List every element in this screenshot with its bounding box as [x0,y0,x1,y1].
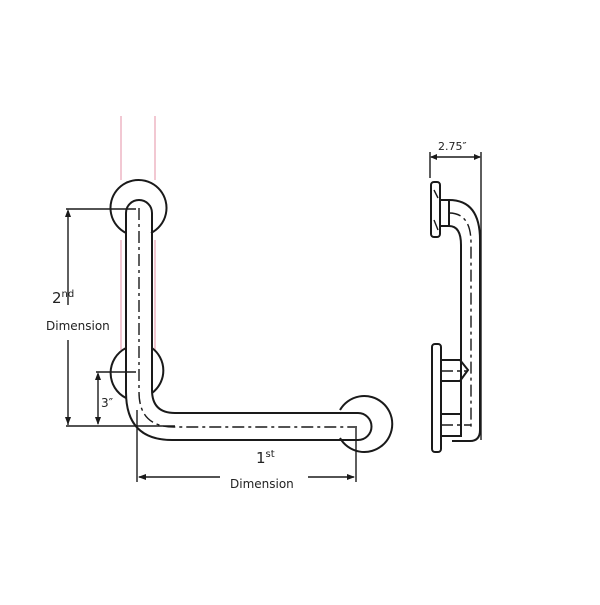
end-flange [339,395,394,453]
second-dimension-number: 2 [52,289,62,307]
front-view: 2nd Dimension 3″ 1st Dimension [46,116,394,491]
first-dimension-number: 1 [256,449,266,467]
tube-centerline [138,208,357,428]
bottom-wall-plate [431,343,442,453]
second-dimension-label: Dimension [46,319,110,333]
middle-flange [109,347,165,399]
flange-offset-label: 3″ [101,396,114,410]
first-dimension-superscript: st [266,449,275,460]
svg-text:2nd: 2nd [52,289,74,307]
second-dimension-superscript: nd [62,289,75,300]
side-tube [448,199,481,442]
second-dimension-callout: 2nd Dimension [46,208,175,427]
flange-offset-callout: 3″ [95,371,136,425]
projection-label: 2.75″ [438,140,467,153]
top-wall-plate [430,181,441,238]
reference-lines [120,116,156,350]
first-dimension-label: Dimension [230,477,294,491]
side-view: 2.75″ [429,140,482,453]
top-flange [109,179,168,234]
svg-text:1st: 1st [256,449,275,467]
first-dimension-callout: 1st Dimension [136,410,357,491]
tube-outline [125,199,373,441]
projection-dimension-callout: 2.75″ [429,140,482,440]
